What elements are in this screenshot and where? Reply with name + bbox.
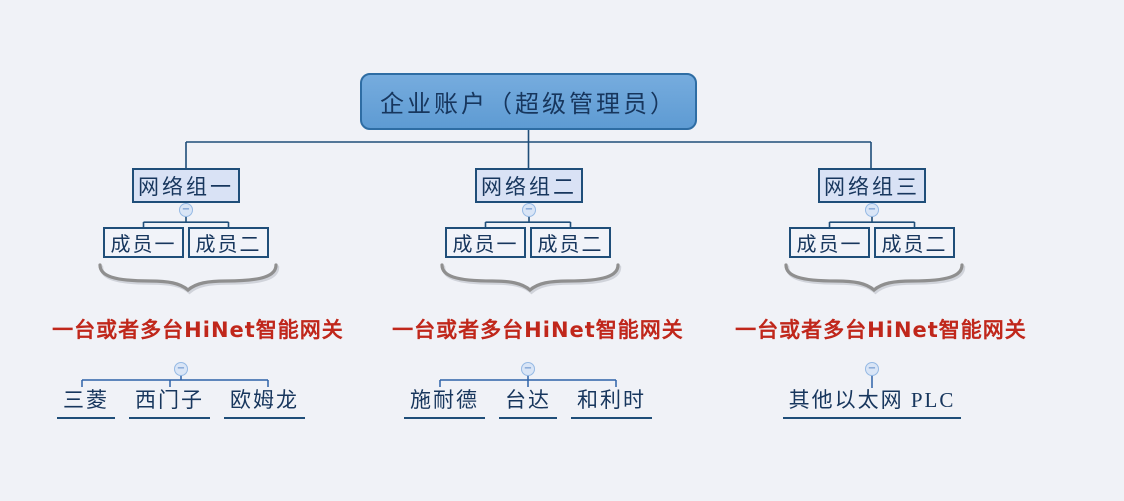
group-label: 网络组三 — [824, 174, 920, 199]
member-label: 成员一 — [110, 234, 177, 256]
device-node[interactable]: 三菱 — [57, 384, 115, 419]
member-label: 成员二 — [881, 234, 948, 256]
device-node[interactable]: 和利时 — [571, 384, 652, 419]
collapse-minus-icon[interactable]: − — [865, 362, 879, 376]
group-label: 网络组二 — [481, 174, 577, 199]
gateway-note-2[interactable]: 一台或者多台HiNet智能网关 — [392, 318, 684, 342]
collapse-minus-icon[interactable]: − — [865, 203, 879, 217]
device-node[interactable]: 施耐德 — [404, 384, 485, 419]
brace-group-2 — [440, 263, 620, 292]
member-node-3-1[interactable]: 成员一 — [789, 227, 870, 258]
gateway-note-3[interactable]: 一台或者多台HiNet智能网关 — [735, 318, 1027, 342]
tree-lines-top — [185, 130, 872, 168]
device-node[interactable]: 西门子 — [129, 384, 210, 419]
member-node-3-2[interactable]: 成员二 — [874, 227, 955, 258]
collapse-minus-icon[interactable]: − — [174, 362, 188, 376]
brace-group-1 — [98, 263, 278, 292]
member-label: 成员一 — [796, 234, 863, 256]
gateway-note-1[interactable]: 一台或者多台HiNet智能网关 — [52, 318, 344, 342]
group-node-3[interactable]: 网络组三 — [818, 168, 926, 203]
collapse-minus-icon[interactable]: − — [522, 203, 536, 217]
device-node[interactable]: 台达 — [499, 384, 557, 419]
collapse-minus-icon[interactable]: − — [179, 203, 193, 217]
member-node-2-1[interactable]: 成员一 — [445, 227, 526, 258]
collapse-minus-icon[interactable]: − — [521, 362, 535, 376]
group-node-1[interactable]: 网络组一 — [132, 168, 240, 203]
member-label: 成员一 — [452, 234, 519, 256]
root-node[interactable]: 企业账户（超级管理员） — [360, 73, 697, 130]
group-node-2[interactable]: 网络组二 — [475, 168, 583, 203]
member-label: 成员二 — [537, 234, 604, 256]
member-node-1-2[interactable]: 成员二 — [188, 227, 269, 258]
devices-row-3: 其他以太网 PLC — [722, 384, 1022, 419]
devices-row-2: 施耐德 台达 和利时 — [378, 384, 678, 419]
device-node[interactable]: 其他以太网 PLC — [782, 384, 962, 419]
root-label: 企业账户（超级管理员） — [380, 92, 677, 118]
device-bracket-lines — [81, 375, 873, 388]
device-node[interactable]: 欧姆龙 — [224, 384, 305, 419]
member-label: 成员二 — [195, 234, 262, 256]
group-label: 网络组一 — [138, 174, 234, 199]
member-node-2-2[interactable]: 成员二 — [530, 227, 611, 258]
devices-row-1: 三菱 西门子 欧姆龙 — [31, 384, 331, 419]
member-node-1-1[interactable]: 成员一 — [103, 227, 184, 258]
brace-group-3 — [784, 263, 964, 292]
